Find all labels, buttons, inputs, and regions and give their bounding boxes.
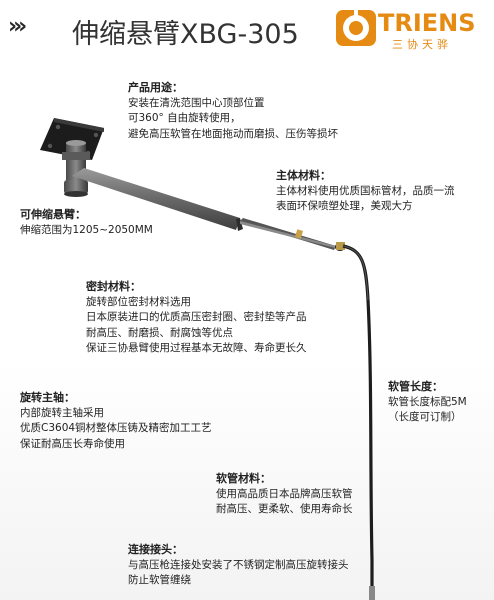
chevron-right-icon: ››› [8,14,27,39]
section-body-material: 主体材料： 主体材料使用优质国标管材，品质一流 表面环保喷塑处理，美观大方 [276,168,455,215]
section-line: 与高压枪连接处安装了不锈钢定制高压旋转接头 [128,558,349,571]
header-bar: ››› 伸缩悬臂XBG-305 TRIENS 三协天骅 [0,0,494,58]
section-connector: 连接接头： 与高压枪连接处安装了不锈钢定制高压旋转接头 防止软管缠绕 [128,542,349,589]
section-seal: 密封材料： 旋转部位密封材料选用 日本原装进口的优质高压密封圈、密封垫等产品 耐… [86,279,307,357]
section-line: 耐高压、更柔软、使用寿命长 [216,503,353,515]
section-line: 防止软管缠绕 [128,574,191,586]
boom-arm [72,168,345,251]
section-line: 保证三协悬臂使用过程基本无故障、寿命更长久 [86,342,307,354]
section-line: 内部旋转主轴采用 [20,406,104,419]
section-hose-material: 软管材料： 使用高品质日本品牌高压软管 耐高压、更柔软、使用寿命长 [216,471,353,518]
section-line: 伸缩范围为1205~2050MM [20,223,153,236]
section-heading: 主体材料： [276,169,331,182]
section-heading: 旋转主轴： [20,391,75,404]
section-hose-length: 软管长度： 软管长度标配5M （长度可订制） [388,379,467,426]
section-shaft: 旋转主轴： 内部旋转主轴采用 优质C3604铜材整体压铸及精密加工工艺 保证耐高… [20,390,212,452]
section-heading: 产品用途： [128,81,183,94]
section-line: 保证耐高压长寿命使用 [20,437,125,450]
brand-logo-text: TRIENS [378,9,476,37]
section-line: 使用高品质日本品牌高压软管 [216,487,353,500]
section-line: 可360° 自由旋转使用， [128,112,241,124]
section-heading: 可伸缩悬臂： [20,208,86,221]
section-arm: 可伸缩悬臂： 伸缩范围为1205~2050MM [20,207,153,238]
hose-connector [369,586,375,600]
section-line: 避免高压软管在地面拖动而磨损、压伤等损坏 [128,127,338,140]
section-heading: 软管材料： [216,472,271,485]
section-line: （长度可订制） [388,411,462,423]
product-image [40,118,375,600]
section-line: 优质C3604铜材整体压铸及精密加工工艺 [20,422,212,434]
section-line: 安装在清洗范围中心顶部位置 [128,96,265,109]
section-line: 表面环保喷塑处理，美观大方 [276,200,413,212]
section-line: 主体材料使用优质国标管材，品质一流 [276,184,455,197]
page-title: 伸缩悬臂XBG-305 [72,19,299,50]
swivel-column [62,140,90,197]
section-line: 旋转部位密封材料选用 [86,295,191,308]
hose-highlight [342,245,369,301]
section-usage: 产品用途： 安装在清洗范围中心顶部位置 可360° 自由旋转使用， 避免高压软管… [128,80,338,142]
section-heading: 连接接头： [128,543,183,556]
section-line: 软管长度标配5M [388,395,467,408]
triens-logo-icon [336,10,376,46]
brand-logo-cn: 三协天骅 [392,38,452,51]
section-heading: 软管长度： [388,380,443,393]
section-line: 耐高压、耐磨损、耐腐蚀等优点 [86,326,233,339]
section-line: 日本原装进口的优质高压密封圈、密封垫等产品 [86,311,307,323]
section-heading: 密封材料： [86,280,141,293]
